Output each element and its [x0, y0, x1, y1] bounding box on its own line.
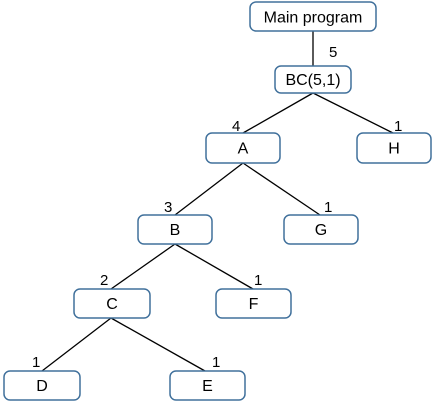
- node-e: E: [169, 370, 246, 401]
- edge-label-main-bc: 5: [329, 44, 337, 61]
- edge-a-b: [174, 162, 244, 216]
- tree-nodes: Main program BC(5,1) A H B G C F: [3, 1, 432, 401]
- edge-bc-h: [312, 92, 394, 134]
- edge-labels: 5 4 1 3 1 2 1 1 1: [32, 44, 402, 371]
- edge-label-a-b: 3: [164, 199, 172, 216]
- edge-label-bc-h: 1: [394, 118, 402, 135]
- node-bc: BC(5,1): [274, 65, 352, 94]
- node-d: D: [3, 370, 81, 401]
- edge-label-c-d: 1: [32, 354, 40, 371]
- node-g: G: [283, 214, 359, 245]
- node-f: F: [215, 288, 292, 319]
- node-label-g: G: [315, 222, 327, 239]
- node-label-e: E: [202, 378, 213, 395]
- edge-a-g: [242, 162, 321, 216]
- edge-label-a-g: 1: [324, 199, 332, 216]
- node-b: B: [137, 214, 213, 245]
- edge-label-b-c: 2: [100, 272, 108, 289]
- node-h: H: [356, 132, 432, 164]
- node-main-program: Main program: [249, 1, 377, 32]
- edge-b-f: [174, 243, 254, 290]
- edge-label-c-e: 1: [212, 354, 220, 371]
- node-label-d: D: [36, 378, 48, 395]
- node-label-h: H: [388, 141, 400, 158]
- edge-label-b-f: 1: [254, 272, 262, 289]
- edge-bc-a: [242, 92, 314, 134]
- node-label-main-program: Main program: [264, 10, 363, 27]
- node-label-c: C: [106, 296, 118, 313]
- node-label-b: B: [170, 222, 181, 239]
- edge-label-bc-a: 4: [232, 118, 240, 135]
- tree-edges: [41, 31, 394, 372]
- edge-c-e: [110, 317, 206, 372]
- edge-c-d: [41, 317, 112, 372]
- node-label-a: A: [238, 141, 249, 158]
- edge-b-c: [110, 243, 176, 290]
- node-label-bc: BC(5,1): [285, 72, 340, 89]
- node-c: C: [73, 288, 151, 319]
- node-label-f: F: [249, 296, 259, 313]
- node-a: A: [205, 132, 281, 164]
